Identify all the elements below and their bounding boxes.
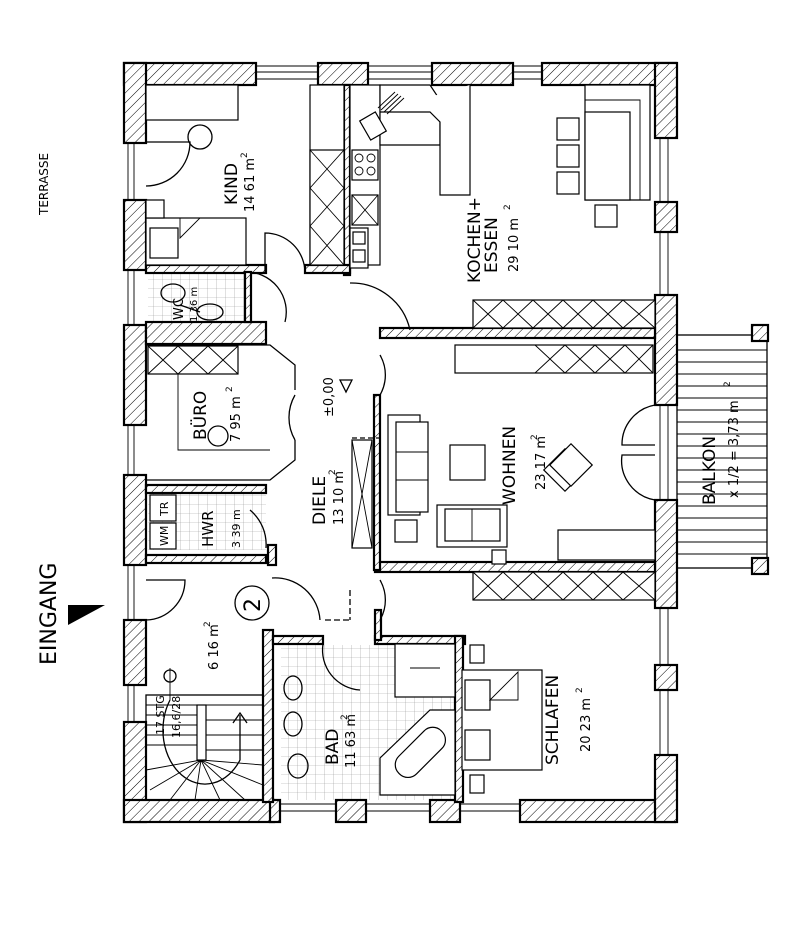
unit-number: 2 bbox=[241, 598, 266, 612]
wc-tiles bbox=[148, 272, 248, 322]
room-name-diele: DIELE bbox=[310, 476, 330, 525]
schlafen-furniture bbox=[461, 644, 543, 794]
room-area-wohnen: 23 17 m bbox=[534, 436, 549, 490]
sink-icon bbox=[358, 111, 388, 141]
room-area-sup-buro: 2 bbox=[225, 386, 235, 392]
hwr-fixtures bbox=[149, 494, 177, 550]
level-marker: ±0,00 bbox=[322, 377, 337, 417]
bad-fixtures bbox=[283, 643, 456, 796]
terrace-label: TERRASSE bbox=[37, 153, 51, 216]
stairs-dimensions: 16,6/28 bbox=[170, 696, 183, 738]
unit-number-circle bbox=[234, 585, 270, 621]
room-area-sup-diele: 2 bbox=[328, 469, 338, 475]
staircase bbox=[145, 668, 264, 801]
room-area-sup-kochen: 2 bbox=[503, 204, 513, 210]
buro-furniture bbox=[146, 344, 296, 481]
kitchen-fixtures bbox=[309, 84, 656, 329]
dryer-label: TR bbox=[158, 501, 171, 517]
room-area-diele: 13 10 m bbox=[332, 471, 347, 525]
room-name-hwr: HWR bbox=[199, 510, 217, 547]
balcony bbox=[676, 323, 770, 576]
room-area-buro: 7 95 m bbox=[229, 396, 244, 442]
kind-furniture bbox=[145, 84, 247, 266]
room-area-balkon: x 1/2 = 3,73 m bbox=[727, 400, 742, 498]
room-name-kind: KIND bbox=[222, 163, 242, 205]
room-name-balkon: BALKON bbox=[700, 436, 720, 505]
room-area-bad: 11 63 m bbox=[344, 714, 359, 768]
room-area-sup-wohnen: 2 bbox=[530, 434, 540, 440]
room-name-wc: WC bbox=[172, 298, 187, 320]
entrance-label: EINGANG bbox=[37, 563, 62, 665]
dryer-box bbox=[149, 522, 177, 550]
room-area-schlafen: 20 23 m bbox=[579, 698, 594, 752]
wc-fixtures bbox=[160, 283, 224, 321]
room-area-wc: 1 36 m bbox=[189, 287, 200, 322]
room-area-flur: 6 16 m bbox=[207, 624, 222, 670]
level-triangle-icon bbox=[338, 379, 354, 394]
stove-icon bbox=[351, 149, 379, 181]
room-area-sup-bad: 2 bbox=[340, 714, 350, 720]
outer-walls bbox=[122, 61, 679, 824]
stairs-steps: 17 STG bbox=[154, 695, 167, 735]
room-name-bad: BAD bbox=[323, 729, 343, 765]
room-name-buro: BÜRO bbox=[189, 391, 211, 440]
doors bbox=[145, 141, 656, 691]
wohnen-furniture bbox=[387, 344, 656, 601]
room-name-essen: ESSEN bbox=[482, 217, 502, 273]
room-area-kochen: 29 10 m bbox=[507, 218, 522, 272]
entrance-arrow-icon bbox=[68, 605, 105, 625]
room-area-hwr: 3 39 m bbox=[230, 509, 243, 548]
room-name-kochen: KOCHEN+ bbox=[465, 197, 485, 283]
diele-wardrobe bbox=[325, 379, 380, 621]
room-area-sup-kind: 2 bbox=[240, 152, 250, 158]
room-area-sup-flur: 2 bbox=[203, 621, 213, 627]
washer-label: WM bbox=[158, 526, 171, 546]
chimney-icon bbox=[491, 549, 507, 565]
room-name-wohnen: WOHNEN bbox=[500, 426, 520, 505]
room-area-sup-balkon: 2 bbox=[723, 381, 733, 387]
washer-box bbox=[149, 494, 177, 522]
room-area-sup-schlafen: 2 bbox=[575, 687, 585, 693]
room-name-schlafen: SCHLAFEN bbox=[543, 675, 563, 765]
room-area-kind: 14 61 m bbox=[243, 158, 258, 212]
